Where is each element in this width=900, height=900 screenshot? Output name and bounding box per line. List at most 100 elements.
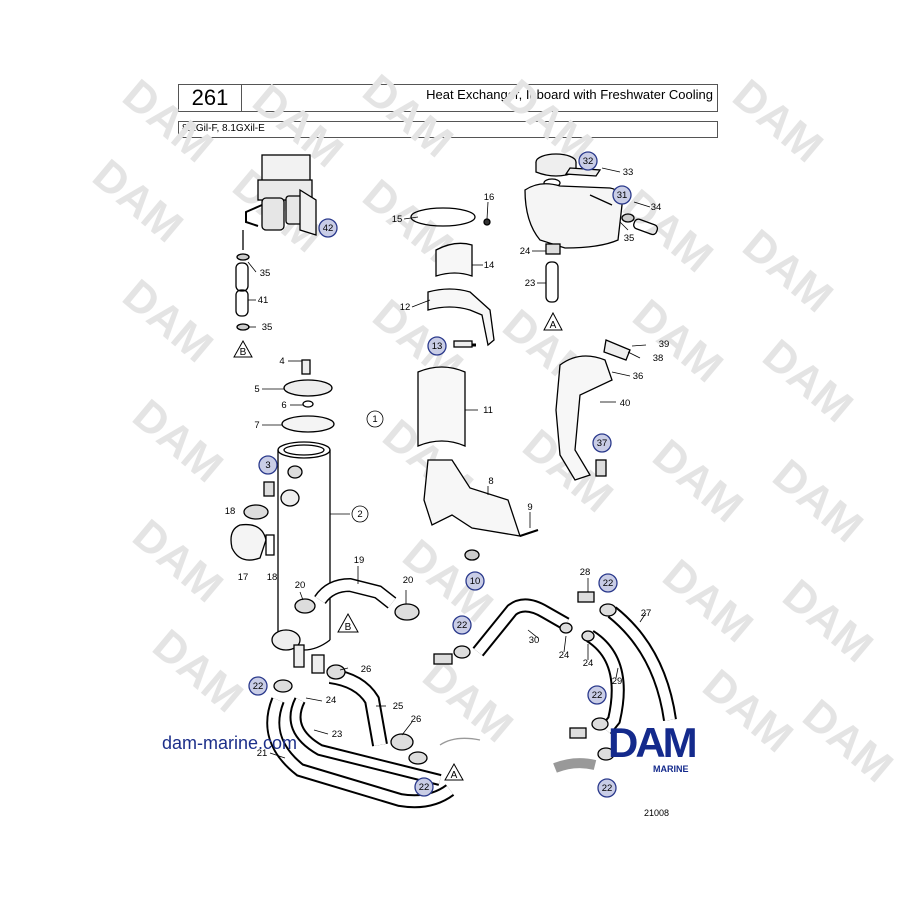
callout-label: 40 [620, 398, 631, 409]
callout-label: 20 [295, 580, 306, 591]
ref-label: A [451, 770, 458, 781]
callout-label: 42 [323, 223, 334, 234]
pump-module [242, 154, 317, 250]
callout-label: 14 [484, 260, 495, 271]
callout-label: 34 [651, 202, 662, 213]
callout-label: 9 [527, 502, 532, 513]
sheath-11 [417, 366, 466, 447]
watermark: DAM [114, 270, 222, 372]
model-list: 8.1Gil-F, 8.1GXil-E [182, 123, 265, 134]
callout-circle [427, 336, 447, 356]
callout-circle [597, 778, 617, 798]
callout-label: 27 [641, 608, 652, 619]
callout-label: 32 [583, 156, 594, 167]
callout-label: 10 [470, 576, 481, 587]
page-title: Heat Exchanger, Inboard with Freshwater … [426, 87, 713, 102]
watermark: DAM [124, 390, 232, 492]
callout-circle [318, 218, 338, 238]
callout-label: 22 [457, 620, 468, 631]
callout-label: 24 [520, 246, 531, 257]
watermark: DAM [414, 650, 522, 752]
watermark: DAM [724, 70, 832, 172]
callout-label: 26 [361, 664, 372, 675]
callout-label: 29 [612, 676, 623, 687]
callout-label: 22 [592, 690, 603, 701]
callout-label: 3 [265, 460, 270, 471]
callout-label: 4 [279, 356, 284, 367]
callout-label: 24 [583, 658, 594, 669]
callout-label: 26 [411, 714, 422, 725]
callout-label: 21 [257, 748, 268, 759]
callout-label: 37 [597, 438, 608, 449]
pad-14 [435, 242, 473, 277]
callout-label: 36 [633, 371, 644, 382]
ref-triangle-a [543, 311, 563, 331]
callout-label: 39 [659, 339, 670, 350]
watermark-group: DAM DAM DAM DAM DAM DAM DAM DAM DAM DAM … [84, 65, 900, 792]
heat-exchanger [271, 441, 331, 674]
callout-label: 15 [392, 214, 403, 225]
watermark: DAM [774, 570, 882, 672]
brand-logo: DAM [608, 719, 698, 766]
watermark: DAM [734, 220, 842, 322]
callout-label: 16 [484, 192, 495, 203]
callout-label: 11 [483, 405, 493, 416]
callout-label: 30 [529, 635, 540, 646]
circled-callouts [248, 151, 632, 798]
watermark: DAM [794, 690, 900, 792]
watermark: DAM [354, 65, 462, 167]
ref-triangles [233, 311, 563, 781]
page-number: 261 [179, 85, 242, 111]
ref-label: B [345, 622, 352, 633]
ref-label: B [240, 347, 247, 358]
callout-circle [598, 573, 618, 593]
watermark: DAM [124, 510, 232, 612]
callout-label: 25 [393, 701, 404, 712]
ref-triangle-a [444, 762, 464, 781]
callout-label: 7 [254, 420, 259, 431]
callout-labels: 32 31 42 13 3 37 10 22 22 22 22 22 22 1 … [225, 156, 670, 794]
callout-label: 18 [225, 506, 236, 517]
watermark: DAM [114, 70, 222, 172]
ref-labels: A B B A [240, 320, 557, 781]
callout-circle [587, 685, 607, 705]
callout-label: 38 [653, 353, 664, 364]
callout-label: 8 [488, 476, 493, 487]
ref-triangle-b [233, 339, 253, 358]
callout-label: 24 [559, 650, 570, 661]
callout-label: 22 [419, 782, 430, 793]
callout-label: 22 [603, 578, 614, 589]
callout-circle [414, 777, 434, 797]
bracket-8 [423, 459, 521, 537]
clamp [236, 323, 250, 331]
callout-label: 13 [432, 341, 443, 352]
website-link[interactable]: dam-marine.com [162, 733, 298, 753]
callout-label: 35 [624, 233, 635, 244]
strap-15 [410, 207, 476, 227]
bracket-12 [427, 288, 495, 347]
expansion-tank [524, 153, 659, 303]
callout-circle [452, 615, 472, 635]
callout-label: 1 [372, 414, 377, 425]
callout-label: 6 [281, 400, 286, 411]
callout-circle [465, 571, 485, 591]
callout-label: 28 [580, 567, 591, 578]
model-box: 8.1Gil-F, 8.1GXil-E [178, 121, 718, 138]
callout-circle [592, 433, 612, 453]
leaders [247, 167, 651, 759]
callout-label: 23 [332, 729, 343, 740]
callout-circle [248, 676, 268, 696]
callout-circle [578, 151, 598, 171]
callout-label: 17 [238, 572, 249, 583]
ref-triangle-b [337, 612, 359, 633]
brand-subtitle: MARINE [653, 764, 689, 774]
hose [235, 289, 249, 317]
callout-label: 20 [403, 575, 414, 586]
callout-label: 24 [326, 695, 337, 706]
watermark: DAM [144, 620, 252, 722]
callout-label: 35 [262, 322, 273, 333]
plain-circles [351, 410, 384, 523]
callout-label: 22 [602, 783, 613, 794]
watermark: DAM [654, 550, 762, 652]
